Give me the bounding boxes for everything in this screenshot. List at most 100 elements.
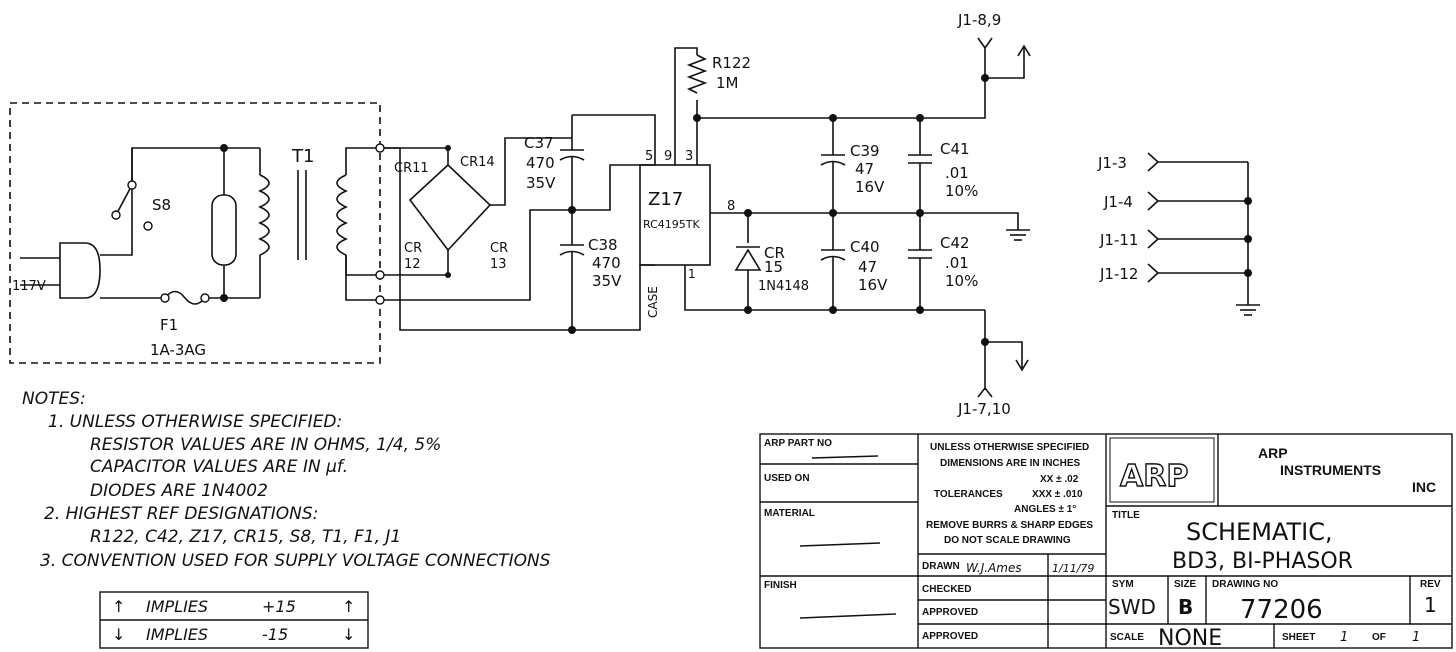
s8-label: S8 <box>152 196 171 214</box>
title-label: TITLE <box>1112 510 1140 521</box>
rev-label: REV <box>1420 579 1441 590</box>
sym-label: SYM <box>1112 579 1134 590</box>
material-label: MATERIAL <box>764 508 815 519</box>
company-name-3: INC <box>1412 479 1436 495</box>
notes-title: NOTES: <box>22 389 86 409</box>
j1-4-label: J1-4 <box>1103 193 1133 211</box>
spec-line-7: REMOVE BURRS & SHARP EDGES <box>926 520 1093 531</box>
z17-part: RC4195TK <box>643 218 700 231</box>
c38-value: 470 <box>592 254 621 272</box>
note-line-4: DIODES ARE 1N4002 <box>90 481 268 501</box>
note-line-1: 1. UNLESS OTHERWISE SPECIFIED: <box>48 412 342 432</box>
voltage-117-label: 117V <box>12 279 46 294</box>
t1-primary <box>258 174 270 256</box>
ac-plug <box>59 242 101 299</box>
drawn-by: W.J.Ames <box>966 561 1022 575</box>
terminal-circles <box>111 143 385 305</box>
j1-11-label: J1-11 <box>1099 231 1138 249</box>
r122-value: 1M <box>716 74 739 92</box>
drawing-no-label: DRAWING NO <box>1212 579 1278 590</box>
drawn-date: 1/11/79 <box>1052 562 1094 575</box>
neon-lamp <box>211 194 237 266</box>
cr12-label-a: CR <box>404 241 422 256</box>
legend-plus15: +15 <box>262 597 296 616</box>
z17-ref: Z17 <box>648 189 683 210</box>
checked-label: CHECKED <box>922 584 971 595</box>
junction-dots <box>220 74 1252 346</box>
company-name-2: INSTRUMENTS <box>1280 462 1381 478</box>
used-on-label: USED ON <box>764 473 810 484</box>
spec-line-6: ANGLES ± 1° <box>1014 504 1076 515</box>
legend-implies-1: IMPLIES <box>146 597 208 616</box>
legend-minus15: -15 <box>262 625 288 644</box>
title-block: ARP PART NO USED ON MATERIAL FINISH UNLE… <box>759 433 1453 651</box>
sheet-number: 1 <box>1340 630 1348 645</box>
rev-value: 1 <box>1424 593 1437 617</box>
diode-cr15 <box>734 248 762 271</box>
t1-label: T1 <box>291 146 314 167</box>
legend-down-arrow-2: ↓ <box>342 625 355 644</box>
c40-value: 47 <box>858 258 877 276</box>
scale-label: SCALE <box>1110 632 1144 643</box>
arp-logo-text: ARP <box>1120 459 1188 494</box>
spec-line-2: DIMENSIONS ARE IN INCHES <box>940 458 1081 469</box>
z17-pin5: 5 <box>645 149 653 164</box>
sheet-label: SHEET <box>1282 632 1315 643</box>
scale-value: NONE <box>1158 626 1222 651</box>
company-name-1: ARP <box>1258 445 1288 461</box>
j1-8-9-label: J1-8,9 <box>957 11 1001 29</box>
spec-line-4: TOLERANCES <box>934 489 1003 500</box>
legend-implies-2: IMPLIES <box>146 625 208 644</box>
cr15-value: 1N4148 <box>758 279 809 294</box>
fuse-f1 <box>164 290 206 305</box>
supply-legend: ↑ IMPLIES +15 ↑ ↓ IMPLIES -15 ↓ <box>99 591 369 649</box>
z17-pin3: 3 <box>685 149 693 164</box>
bridge-rectifier <box>408 163 492 252</box>
approved-label-2: APPROVED <box>922 631 978 642</box>
sheet-total: 1 <box>1412 630 1420 645</box>
c39-ref: C39 <box>850 142 880 160</box>
cr13-label-a: CR <box>490 241 508 256</box>
z17-case-label: CASE <box>646 286 660 318</box>
f1-value: 1A-3AG <box>150 341 206 359</box>
note-line-5: 2. HIGHEST REF DESIGNATIONS: <box>44 504 318 524</box>
j1-7-10-label: J1-7,10 <box>957 400 1011 418</box>
c38-voltage: 35V <box>592 272 622 290</box>
cr15-label-a: CR <box>764 244 785 262</box>
t1-secondary <box>336 174 348 256</box>
c37-ref: C37 <box>524 134 554 152</box>
f1-label: F1 <box>160 316 178 334</box>
note-line-7: 3. CONVENTION USED FOR SUPPLY VOLTAGE CO… <box>40 551 551 571</box>
cr12-label-b: 12 <box>404 257 421 272</box>
c42-ref: C42 <box>940 234 970 252</box>
z17-pin8: 8 <box>727 199 735 214</box>
z17-pin1: 1 <box>688 267 696 281</box>
cr11-label: CR11 <box>394 161 429 176</box>
drawing-title-2: BD3, BI-PHASOR <box>1172 549 1353 574</box>
c37-voltage: 35V <box>526 174 556 192</box>
r122-ref: R122 <box>712 54 751 72</box>
c38-ref: C38 <box>588 236 618 254</box>
j1-3-label: J1-3 <box>1097 154 1127 172</box>
c39-voltage: 16V <box>855 178 885 196</box>
c42-tolerance: 10% <box>945 272 978 290</box>
c37-value: 470 <box>526 154 555 172</box>
arp-logo: ARP <box>1109 437 1215 503</box>
c39-value: 47 <box>855 160 874 178</box>
legend-up-arrow-2: ↑ <box>342 597 355 616</box>
note-line-2: RESISTOR VALUES ARE IN OHMS, 1/4, 5% <box>90 435 441 455</box>
size-value: B <box>1178 595 1193 619</box>
cr15-label-b: 15 <box>764 258 783 276</box>
spec-line-5: XXX ± .010 <box>1032 489 1083 500</box>
c41-tolerance: 10% <box>945 182 978 200</box>
size-label: SIZE <box>1174 579 1197 590</box>
j1-12-label: J1-12 <box>1099 265 1138 283</box>
z17-regulator <box>639 164 711 266</box>
legend-up-arrow: ↑ <box>112 597 125 616</box>
drawing-title-1: SCHEMATIC, <box>1186 518 1333 546</box>
c40-voltage: 16V <box>858 276 888 294</box>
c42-value: .01 <box>945 254 969 272</box>
c41-value: .01 <box>945 164 969 182</box>
power-module-outline <box>9 102 381 364</box>
